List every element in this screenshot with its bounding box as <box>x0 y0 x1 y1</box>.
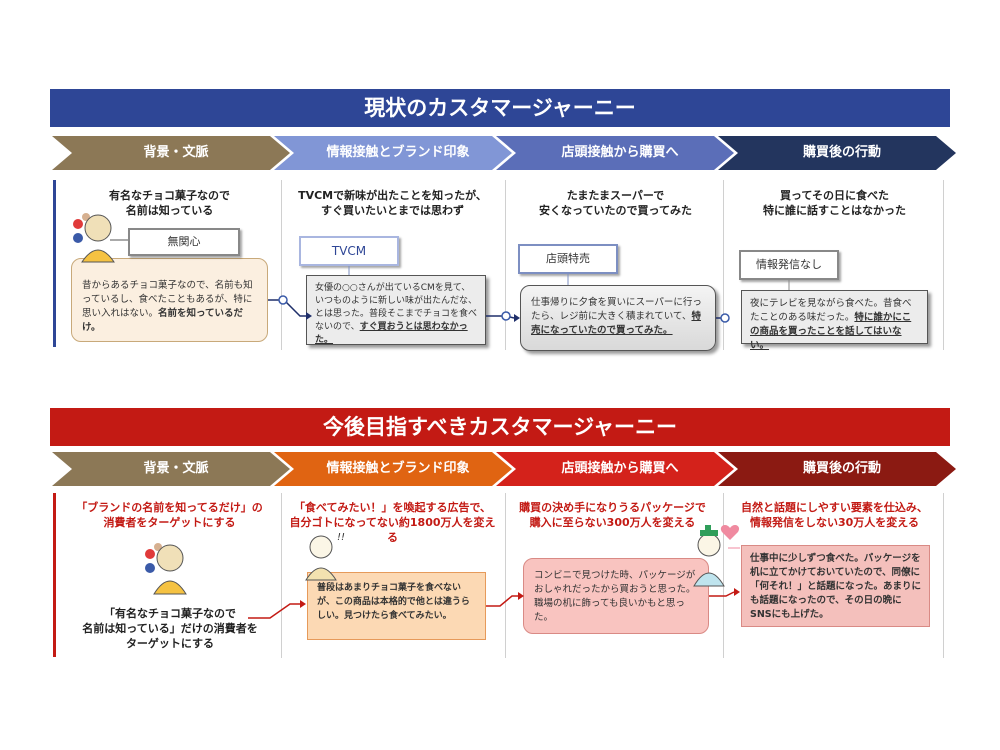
stage-label: 背景・文脈 <box>143 461 209 476</box>
future-body-1: 普段はあまりチョコ菓子を食べないが、この商品は本格的で他とは違うらしい。見つけた… <box>307 572 486 640</box>
future-journey-title: 今後目指すべきカスタマージャーニー <box>50 408 950 446</box>
body-emphasis: 特売になっていたので買ってみた。 <box>531 311 701 336</box>
future-stage-after: 購買後の行動 <box>718 452 956 486</box>
arrow-head <box>300 600 306 608</box>
column-divider <box>281 493 282 658</box>
future-heading-2: 「食べてみたい！」を喚起する広告で、 自分ゴトになってない約1800万人を変える <box>289 501 496 544</box>
future-heading-3: 購買の決め手になりうるパッケージで 購入に至らない300万人を変える <box>519 501 706 529</box>
figure-body <box>305 567 337 581</box>
future-stage-background: 背景・文脈 <box>52 452 290 486</box>
stage-label: 購買後の行動 <box>802 461 881 476</box>
arrow-head <box>518 592 524 600</box>
current-heading-3: たまたまスーパーで 安くなっていたので買ってみた <box>539 189 692 217</box>
connector-1-2 <box>248 603 300 619</box>
body-text: 女優の○○さんが出ているCMを見て、いつものように新しい味が出たんだな、とは思っ… <box>315 283 478 332</box>
column-divider <box>943 180 944 350</box>
figure-body <box>693 572 725 587</box>
arrow-head <box>306 312 312 320</box>
current-stage-after: 購買後の行動 <box>718 136 956 170</box>
current-stage-bar: 背景・文脈 情報接触とブランド印象 店頭接触から購買へ 購買後の行動 <box>52 136 956 170</box>
current-heading-4: 買ってその日に食べた 特に誰に話すことはなかった <box>763 189 906 217</box>
body-text: 昔からあるチョコ菓子なので、名前も知っているし、食べたこともあるが、特に思い入れ… <box>82 280 253 319</box>
persona-icon-current <box>73 213 128 263</box>
current-stage-background: 背景・文脈 <box>52 136 290 170</box>
stage-label: 購買後の行動 <box>802 145 881 160</box>
body-text: 夜にテレビを見ながら食べた。昔食べたことのある味だった。 <box>750 298 912 323</box>
tag-store-sale: 店頭特売 <box>518 244 618 274</box>
column-divider <box>505 180 506 350</box>
body-emphasis: すぐ買おうとは思わなかった。 <box>315 322 468 345</box>
column-divider <box>723 180 724 350</box>
persona-head <box>156 544 184 572</box>
column-divider <box>943 493 944 658</box>
persona-icon-thinking <box>305 535 337 581</box>
future-stage-store: 店頭接触から購買へ <box>496 452 734 486</box>
persona-icon-future <box>145 543 187 595</box>
future-persona-caption: 「有名なチョコ菓子なので 名前は知っている」だけの消費者を ターゲットにする <box>82 607 258 650</box>
stage-label: 情報接触とブランド印象 <box>326 145 470 160</box>
current-timeline <box>268 299 724 319</box>
current-heading-1: 有名なチョコ菓子なので 名前は知っている <box>109 189 230 217</box>
current-body-3: 仕事帰りに夕食を買いにスーパーに行ったら、レジ前に大きく積まれていて、特売になっ… <box>520 285 716 351</box>
timeline-node <box>720 313 730 323</box>
figure-hat-top <box>705 525 711 531</box>
persona-body <box>81 249 115 263</box>
persona-body <box>153 580 187 595</box>
persona-dot-blue <box>73 233 83 243</box>
future-stage-bar: 背景・文脈 情報接触とブランド印象 店頭接触から購買へ 購買後の行動 <box>52 452 956 486</box>
figure-head <box>697 533 721 557</box>
stage-label: 背景・文脈 <box>143 145 209 160</box>
body-emphasis: 特に誰かにこの商品を買ったことを話してはいない。 <box>750 312 912 351</box>
column-divider <box>723 493 724 658</box>
persona-head <box>84 214 112 242</box>
body-emphasis: 名前を知っているだけ。 <box>82 308 244 333</box>
arrow-head <box>734 588 740 596</box>
body-text: 仕事帰りに夕食を買いにスーパーに行ったら、レジ前に大きく積まれていて、 <box>531 297 702 322</box>
tag-tvcm: TVCM <box>299 236 399 266</box>
current-heading-2: TVCMで新味が出たことを知ったが、 すぐ買いたいとまでは思わず <box>298 189 487 217</box>
column-divider <box>505 493 506 658</box>
current-journey-title: 現状のカスタマージャーニー <box>50 89 950 127</box>
tag-no-sharing: 情報発信なし <box>739 250 839 280</box>
stage-label: 情報接触とブランド印象 <box>326 461 470 476</box>
current-stage-store: 店頭接触から購買へ <box>496 136 734 170</box>
future-side-bar <box>53 493 56 657</box>
stage-label: 店頭接触から購買へ <box>561 461 679 476</box>
connector-3-4 <box>709 591 735 597</box>
current-side-bar <box>53 180 56 347</box>
exclamation-mark: !! <box>337 532 346 543</box>
future-body-3: 仕事中に少しずつ食べた。パッケージを机に立てかけておいていたので、同僚に「何それ… <box>741 545 930 627</box>
tag-indifferent: 無関心 <box>128 228 240 256</box>
stage-label: 店頭接触から購買へ <box>561 145 679 160</box>
future-stage-contact: 情報接触とブランド印象 <box>274 452 512 486</box>
current-body-4: 夜にテレビを見ながら食べた。昔食べたことのある味だった。特に誰かにこの商品を買っ… <box>741 290 928 351</box>
future-timeline <box>248 591 735 619</box>
persona-dot-red <box>145 549 155 559</box>
future-heading-4: 自然と話題にしやすい要素を仕込み、 情報発信をしない30万人を変える <box>741 501 928 529</box>
timeline-node <box>501 311 511 321</box>
connector-2-3 <box>486 595 518 607</box>
timeline-node <box>278 295 288 305</box>
current-body-1: 昔からあるチョコ菓子なので、名前も知っているし、食べたこともあるが、特に思い入れ… <box>71 258 268 342</box>
column-divider <box>281 180 282 350</box>
arrow-head <box>514 314 520 322</box>
connector-1-2 <box>268 299 306 317</box>
figure-hat <box>700 530 718 536</box>
current-body-2: 女優の○○さんが出ているCMを見て、いつものように新しい味が出たんだな、とは思っ… <box>306 275 486 345</box>
persona-dot-red <box>73 219 83 229</box>
heart-icon <box>720 525 740 540</box>
persona-icon-sharing <box>693 525 725 587</box>
figure-head <box>309 535 333 559</box>
future-heading-1: 「ブランドの名前を知ってるだけ」の 消費者をターゲットにする <box>76 501 263 529</box>
current-stage-contact: 情報接触とブランド印象 <box>274 136 512 170</box>
persona-dot-blue <box>145 563 155 573</box>
